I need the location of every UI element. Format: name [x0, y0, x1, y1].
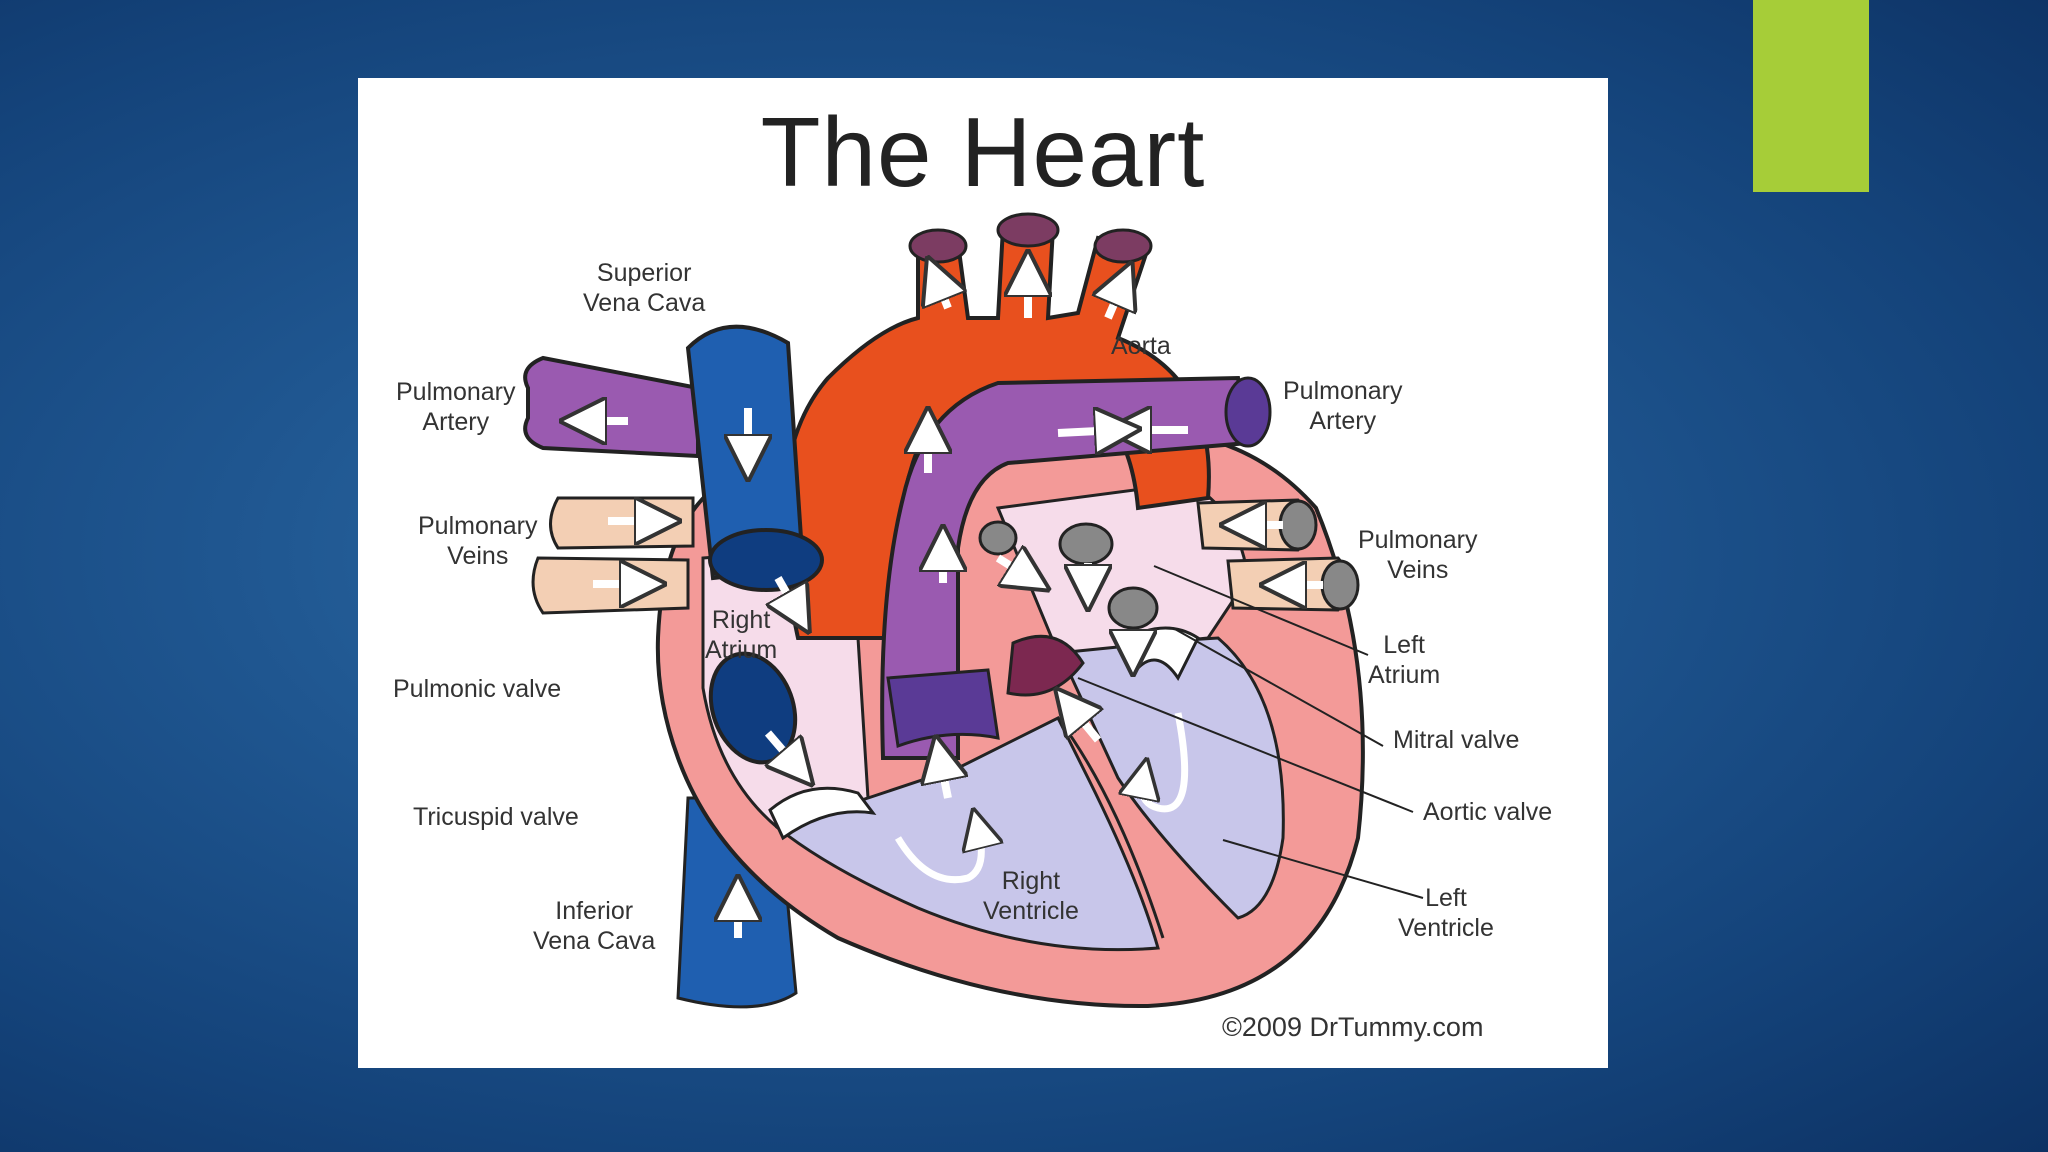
label-pulmonary-veins-right: Pulmonary Veins — [1358, 526, 1478, 584]
label-superior-vena-cava: Superior Vena Cava — [583, 259, 706, 317]
left-atrium-vein-opening-2 — [1107, 586, 1159, 630]
leader-line-left-atrium — [1153, 565, 1369, 656]
pulmonary-artery-left-branch — [523, 355, 700, 459]
label-mitral-valve: Mitral valve — [1393, 726, 1520, 754]
left-atrium-vein-opening-1 — [1058, 522, 1114, 566]
flow-arrow — [1108, 283, 1123, 320]
label-pulmonic-valve: Pulmonic valve — [393, 675, 562, 703]
heart-diagram: The Heart Superior Vena Cava Aorta Pulmo… — [358, 78, 1608, 1068]
label-left-ventricle: Left Ventricle — [1398, 884, 1494, 942]
label-aortic-valve: Aortic valve — [1423, 798, 1553, 826]
heart-illustration — [523, 212, 1424, 1009]
aortic-valve-shape — [1006, 634, 1085, 697]
label-pulmonary-artery-left: Pulmonary Artery — [396, 378, 516, 436]
flow-arrow — [936, 278, 948, 310]
label-right-atrium: Right Atrium — [705, 606, 778, 664]
flow-curves — [894, 712, 1189, 884]
flow-arrow — [1070, 706, 1098, 743]
label-right-ventricle: Right Ventricle — [983, 867, 1079, 925]
leader-line-mitral-valve — [1172, 627, 1384, 747]
leader-line-left-ventricle — [1222, 839, 1424, 899]
left-atrium-vein-opening-3 — [978, 520, 1018, 556]
aorta-branch-opening-1 — [908, 228, 968, 264]
accent-bar — [1753, 0, 1869, 192]
pulmonic-valve-shape — [886, 668, 1000, 749]
tricuspid-valve-shape — [768, 786, 877, 841]
aorta-branch-opening-3 — [1093, 228, 1153, 264]
label-tricuspid-valve: Tricuspid valve — [413, 803, 579, 831]
flow-arrow — [768, 730, 798, 768]
flow-curve-right-ventricle — [894, 828, 981, 884]
aorta-branch-opening-2 — [996, 212, 1060, 248]
flow-arrow — [1057, 430, 1118, 433]
label-aorta: Aorta — [1111, 332, 1171, 360]
diagram-title: The Heart — [760, 97, 1206, 207]
label-inferior-vena-cava: Inferior Vena Cava — [533, 897, 656, 955]
label-pulmonary-veins-left: Pulmonary Veins — [418, 512, 538, 570]
pulmonary-vein-right-lower-opening — [1320, 559, 1360, 611]
label-left-atrium: Left Atrium — [1368, 631, 1441, 689]
copyright-credit: ©2009 DrTummy.com — [1222, 1012, 1484, 1042]
flow-arrow — [940, 758, 948, 799]
flow-arrows — [583, 273, 1323, 938]
flow-arrow — [778, 576, 798, 613]
label-pulmonary-artery-right: Pulmonary Artery — [1283, 377, 1403, 435]
leader-lines — [1077, 565, 1424, 899]
left-ventricle-chamber — [1055, 636, 1285, 920]
leader-line-aortic-valve — [1077, 677, 1414, 813]
flow-curve-left-ventricle — [1142, 712, 1189, 813]
pulmonary-vein-right-upper-opening — [1278, 499, 1318, 551]
flow-arrow — [995, 558, 1030, 578]
superior-vena-cava-opening — [708, 528, 824, 592]
pulmonary-artery-right-opening — [1224, 376, 1272, 448]
